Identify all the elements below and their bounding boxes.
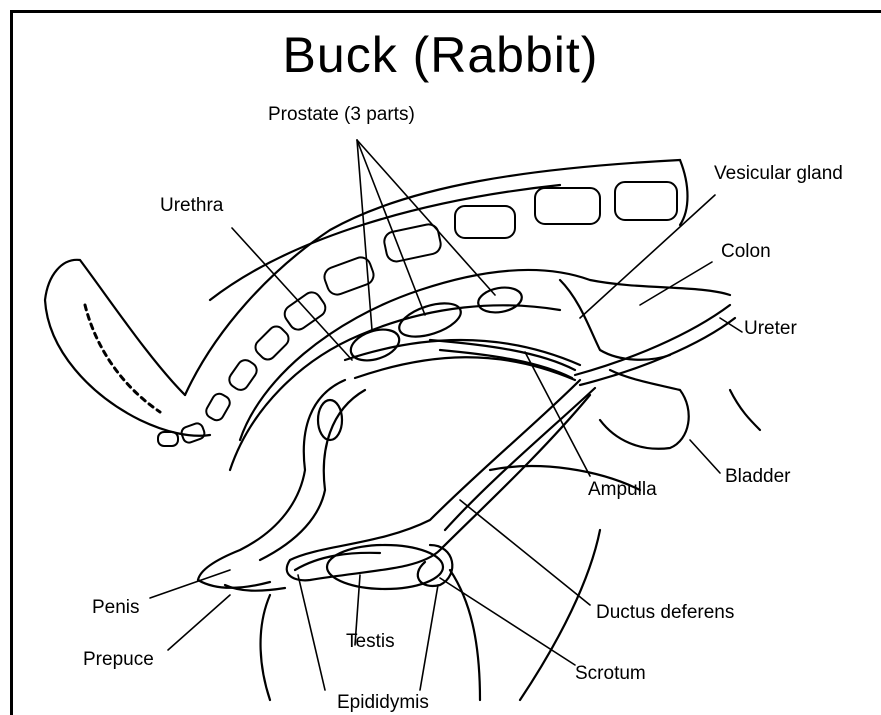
label-urethra: Urethra [160, 196, 223, 215]
label-ureter: Ureter [744, 319, 797, 338]
label-bladder: Bladder [725, 467, 791, 486]
prostate-shapes [347, 284, 524, 366]
label-prostate: Prostate (3 parts) [268, 105, 415, 124]
label-ductus-deferens: Ductus deferens [596, 603, 734, 622]
label-scrotum: Scrotum [575, 664, 646, 683]
label-penis: Penis [92, 598, 140, 617]
label-vesicular-gland: Vesicular gland [714, 164, 843, 183]
label-testis: Testis [346, 632, 395, 651]
ductus-deferens-loop [287, 380, 595, 580]
label-prepuce: Prepuce [83, 650, 154, 669]
tail-outline [45, 260, 210, 436]
label-epididymis: Epididymis [337, 693, 429, 712]
urethra-tube [345, 340, 580, 380]
penis-prepuce [198, 380, 365, 591]
bladder-outline [600, 370, 689, 449]
ureter-tube [575, 305, 735, 385]
label-colon: Colon [721, 242, 771, 261]
label-ampulla: Ampulla [588, 480, 657, 499]
